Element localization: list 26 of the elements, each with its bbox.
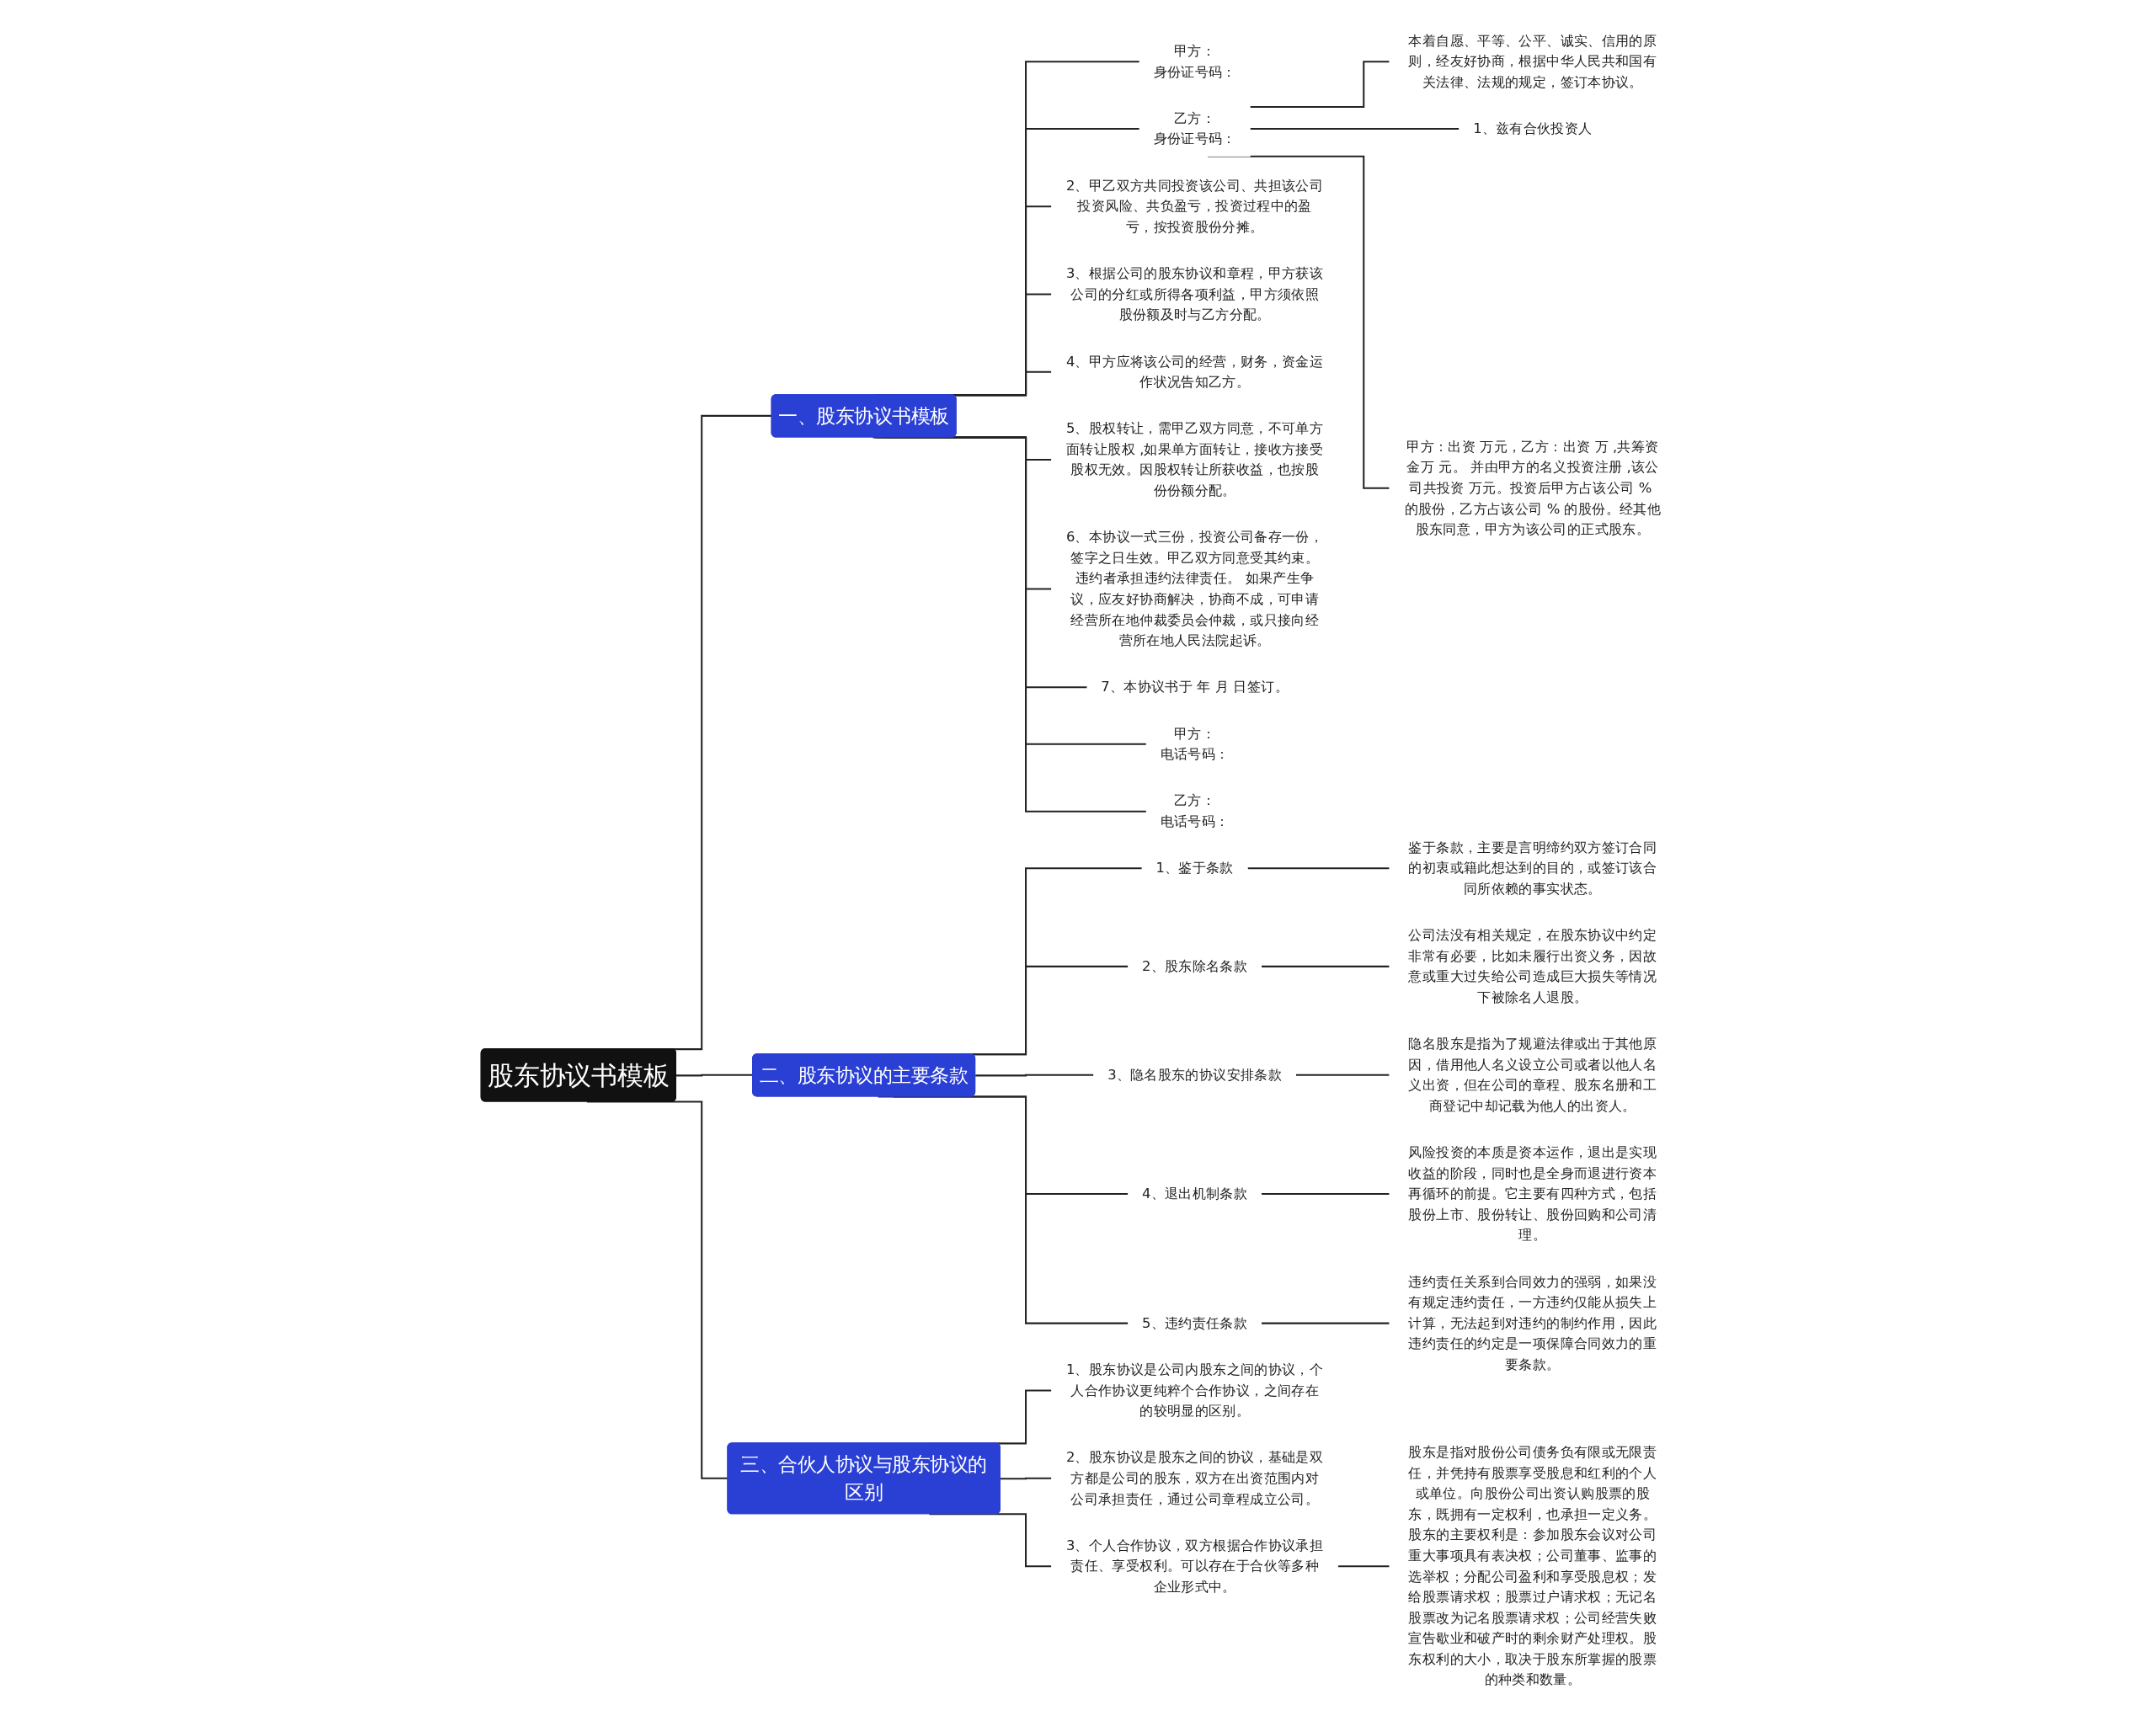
node-text: 乙方： 电话号码： xyxy=(1160,792,1230,830)
node-text: 本着自愿、平等、公平、诚实、信用的原则，经友好协商，根据中华人民共和国有关法律、法规的规定，签订本协议。 xyxy=(1407,32,1657,90)
node-text: 甲方： 身份证号码： xyxy=(1153,42,1236,80)
node-text: 6、本协议一式三份，投资公司备存一份，签字之日生效。甲乙双方同意受其约束。违约者承担违约法律责任。 如果产生争议，应友好协商解决，协商不成，可申请经营所在地仲裁委员会仲裁，或只接向经营所在地人民法院起诉。 xyxy=(1065,528,1323,649)
node-text: 3、根据公司的股东协议和章程，甲方获该公司的分红或所得各项利益，甲方须依照股份额及时与乙方分配。 xyxy=(1065,264,1323,323)
node-text: 3、隐名股东的协议安排条款 xyxy=(1107,1066,1282,1084)
node-text: 1、兹有合伙投资人 xyxy=(1472,120,1593,137)
node-text: 鉴于条款，主要是言明缔约双方签订合同的初衷或籍此想达到的目的，或签订该合同所依赖的事实状态。 xyxy=(1407,839,1657,897)
node-text: 股东是指对股份公司债务负有限或无限责任，并凭持有股票享受股息和红利的个人或单位。向股份公司出资认购股票的股东，既拥有一定权利，也承担一定义务。股东的主要权利是：参加股东会议对公司重大事项具有表决权；公司董事、监事的选举权；分配公司盈利和享受股息权；发给股票请求权；股票过户请求权；无记名股票改为记名股票请求权；公司经营失败宣告歇业和破产时的剩余财产处理权。股东权利的大小，取决于股东所掌握的股票的种类和数量。 xyxy=(1407,1443,1657,1688)
node-text: 违约责任关系到合同效力的强弱，如果没有规定违约责任，一方违约仅能从损失上计算，无法起到对违约的制约作用，因此违约责任的约定是一项保障合同效力的重要条款。 xyxy=(1407,1273,1657,1372)
node-text: 5、违约责任条款 xyxy=(1141,1314,1247,1331)
node-text: 4、退出机制条款 xyxy=(1141,1185,1247,1202)
node-text: 5、股权转让，需甲乙双方同意，不可单方面转让股权 ,如果单方面转让，接收方接受股权无效。因股权转让所获收益，也按股份份额分配。 xyxy=(1065,419,1323,499)
node-text: 甲方：出资 万元，乙方：出资 万 ,共筹资金万 元。 并由甲方的名义投资注册 ,该公司共投资 万元。投资后甲方占该公司 % 的股份，乙方占该公司 % 的股份。经其他股东同意，甲方为该公司的正式股东。 xyxy=(1404,438,1661,538)
node-text: 隐名股东是指为了规避法律或出于其他原因，借用他人名义设立公司或者以他人名义出资，但在公司的章程、股东名册和工商登记中却记载为他人的出资人。 xyxy=(1407,1035,1657,1114)
node-text: 7、本协议书于 年 月 日签订。 xyxy=(1100,679,1289,695)
node-text: 2、甲乙双方共同投资该公司、共担该公司投资风险、共负盈亏，投资过程中的盈亏，按投资股份分摊。 xyxy=(1065,177,1323,235)
node-text: 2、股东协议是股东之间的协议，基础是双方都是公司的股东，双方在出资范围内对公司承担责任，通过公司章程成立公司。 xyxy=(1065,1449,1323,1507)
node-text: 2、股东除名条款 xyxy=(1141,957,1247,975)
node-text: 公司法没有相关规定，在股东协议中约定非常有必要，比如未履行出资义务，因故意或重大过失给公司造成巨大损失等情况下被除名人退股。 xyxy=(1407,926,1657,1005)
node-text: 风险投资的本质是资本运作，退出是实现收益的阶段，同时也是全身而退进行资本再循环的前提。它主要有四种方式，包括股份上市、股份转让、股份回购和公司清理。 xyxy=(1407,1143,1657,1244)
node-text: 甲方： 电话号码： xyxy=(1160,725,1230,763)
node-text: 4、甲方应将该公司的经营，财务，资金运作状况告知乙方。 xyxy=(1065,353,1323,391)
node-text: 1、股东协议是公司内股东之间的协议，个人合作协议更纯粹个合作协议，之间存在的较明显的区别。 xyxy=(1065,1361,1323,1420)
node-text: 3、个人合作协议，双方根据合作协议承担责任、享受权利。可以存在于合伙等多种企业形式中。 xyxy=(1065,1537,1323,1595)
node-text: 1、鉴于条款 xyxy=(1155,859,1234,876)
